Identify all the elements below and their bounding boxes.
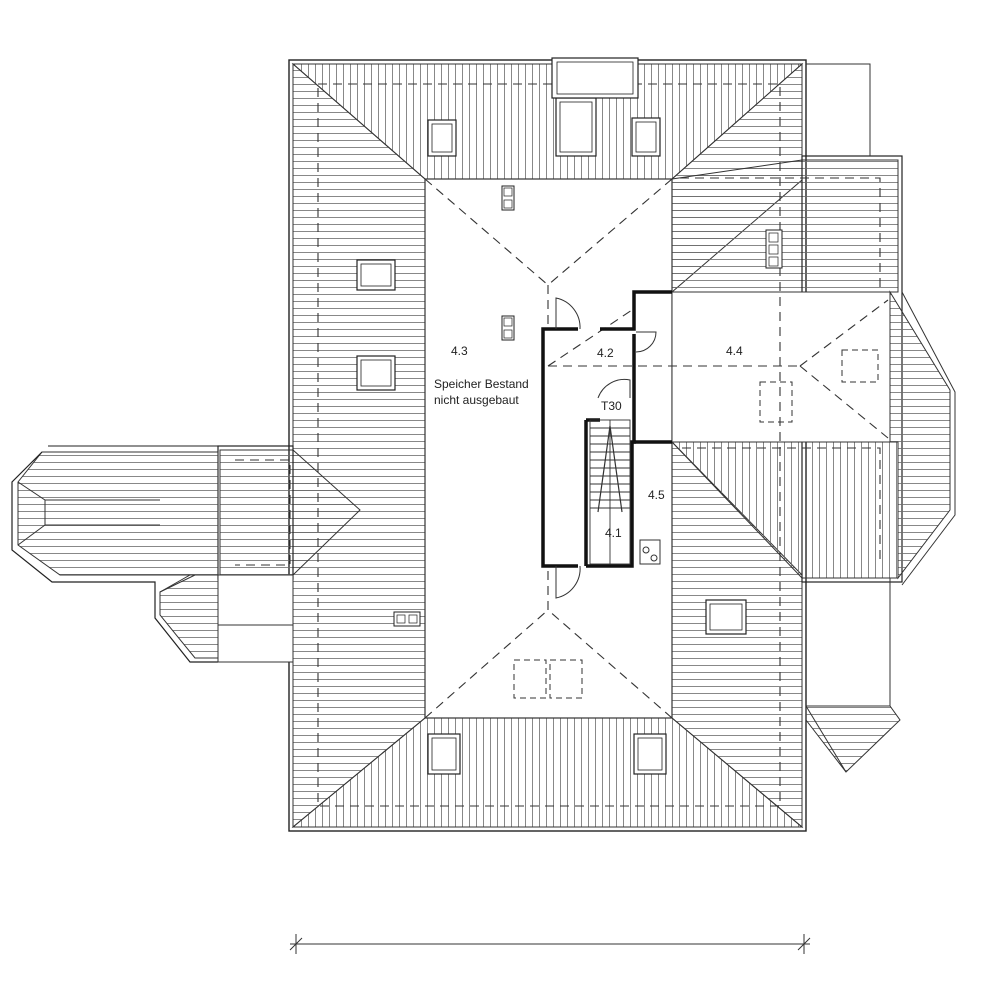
door-swing-stair: [597, 378, 631, 399]
room-label-4-2: 4.2: [597, 346, 614, 360]
attic-note-line-2: nicht ausgebaut: [434, 393, 519, 407]
roof-window: [356, 355, 396, 391]
roof-window: [705, 599, 747, 635]
roof-window: [555, 97, 597, 157]
door-swing-4-2: [635, 331, 657, 353]
left-wing-roof: [11, 445, 361, 663]
roof-slope-left: [292, 62, 426, 829]
roof-window: [427, 119, 457, 157]
door-swing-bottom: [555, 565, 581, 599]
right-bay-roof: [889, 290, 951, 580]
roof-window: [631, 117, 661, 157]
stair-core-walls: [541, 290, 672, 568]
roof-window: [356, 259, 396, 291]
attic-flat-area: [424, 178, 673, 719]
scale-bar: [289, 934, 811, 954]
roof-windows: [356, 57, 747, 775]
vent-markers: [393, 185, 783, 627]
roof-window: [427, 733, 461, 775]
room-label-4-5: 4.5: [648, 488, 665, 502]
room-label-4-1: 4.1: [605, 526, 622, 540]
attic-note-line-1: Speicher Bestand: [434, 377, 529, 391]
skylight-outlines: [513, 349, 879, 699]
door-swings: [555, 297, 657, 599]
octagonal-bay-roof: [17, 451, 219, 659]
right-wing-flat: [671, 291, 891, 443]
door-rating-label: T30: [601, 399, 622, 413]
roof-window: [633, 733, 667, 775]
room-label-4-4: 4.4: [726, 344, 743, 358]
staircase: [589, 419, 631, 565]
right-wing-roof: [670, 63, 956, 773]
room-label-4-3: 4.3: [451, 344, 468, 358]
dashed-hip-lines: [235, 83, 889, 807]
door-swing-top: [555, 297, 581, 330]
roof-window: [551, 57, 639, 99]
lower-right-bay: [805, 705, 901, 773]
right-wing-slope-top: [671, 159, 899, 293]
utility-box: [639, 539, 661, 565]
